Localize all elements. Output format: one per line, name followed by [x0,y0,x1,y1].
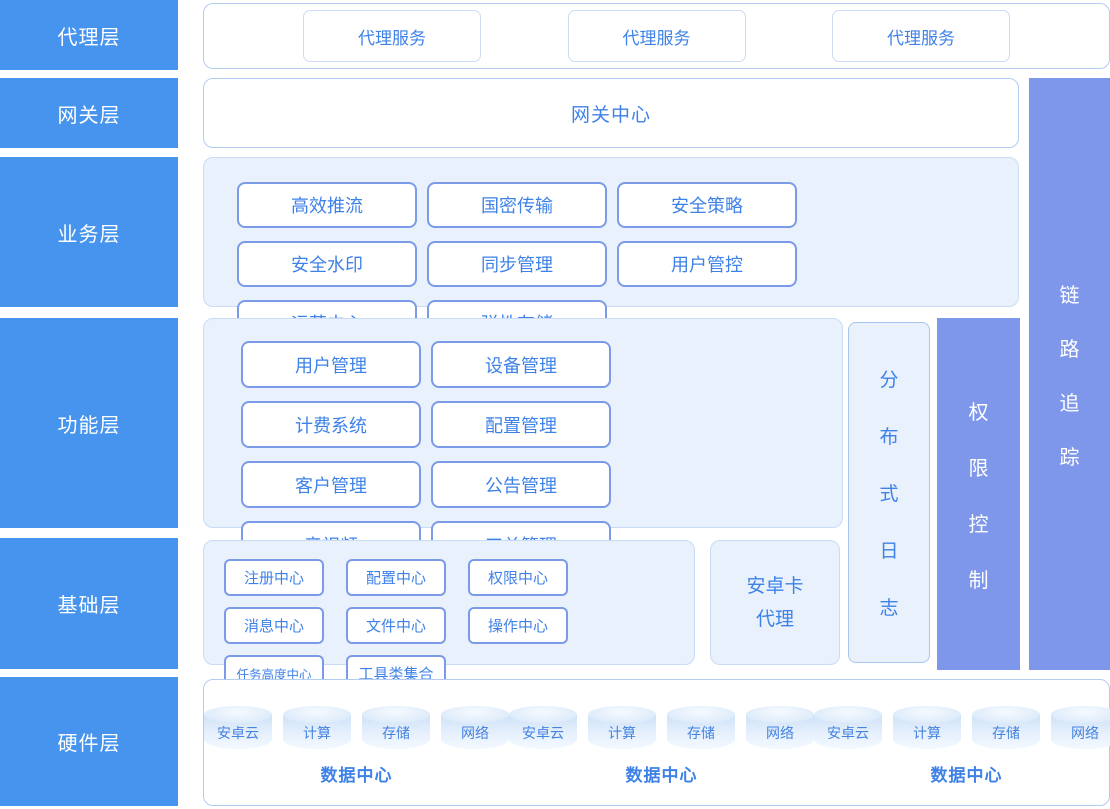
proxy-service-chip: 代理服务 [303,10,481,62]
database-cylinder-icon: 存储 [362,705,430,749]
database-cylinder-icon: 网络 [746,705,814,749]
base-module-chip: 权限中心 [468,559,568,596]
database-cylinder-icon: 安卓云 [509,705,577,749]
vertical-char: 布 [879,427,899,448]
function-module-chip: 配置管理 [431,401,611,448]
layer-label: 硬件层 [0,677,178,806]
gateway-center-label: 网关中心 [570,104,651,126]
layer-label: 代理层 [0,0,178,70]
database-cylinder-icon: 安卓云 [204,705,272,749]
base-module-chip: 文件中心 [346,607,446,644]
cylinder-label: 计算 [303,724,331,741]
vertical-char: 链 [1059,284,1080,307]
database-cylinder-icon: 存储 [972,705,1040,749]
function-module-chip: 用户管理 [241,341,421,388]
cylinder-label: 网络 [461,724,489,741]
vertical-char: 限 [968,457,989,480]
vertical-char: 控 [968,513,989,536]
base-module-chip: 操作中心 [468,607,568,644]
cylinder-label: 网络 [1071,724,1099,741]
database-cylinder-icon: 网络 [1051,705,1110,749]
resource-cylinder-row: 安卓云 计算 存储 网络 [204,705,509,749]
function-module-chip: 客户管理 [241,461,421,508]
vertical-char: 日 [879,541,899,562]
hardware-panel: 安卓云 计算 存储 网络数据中心 安卓云 计算 存储 网络数据中心 安卓云 计算 存储 网络数据中心 [203,679,1110,806]
vertical-char: 式 [879,484,899,505]
vertical-char: 踪 [1059,446,1080,469]
database-cylinder-icon: 网络 [441,705,509,749]
base-layer-panel: 注册中心配置中心权限中心消息中心文件中心操作中心任务高度中心工具类集合 [203,540,695,692]
business-module-chip: 安全水印 [237,241,417,287]
android-card-proxy-label: 安卓卡代理 [746,575,804,630]
vertical-char: 分 [879,370,899,391]
cylinder-label: 存储 [687,724,715,741]
layer-label: 基础层 [0,538,178,669]
link-trace-column: 链路追踪 [1029,78,1110,670]
base-module-chip: 配置中心 [346,559,446,596]
cylinder-label: 网络 [766,724,794,741]
permission-control-column: 权限控制 [937,318,1020,670]
function-module-chip: 公告管理 [431,461,611,508]
database-cylinder-icon: 计算 [588,705,656,749]
cylinder-label: 存储 [382,724,410,741]
function-module-chip: 设备管理 [431,341,611,388]
gateway-center-box: 网关中心 [203,78,1019,148]
business-module-chip: 高效推流 [237,182,417,228]
data-center-label: 数据中心 [930,765,1003,785]
resource-cylinder-row: 安卓云 计算 存储 网络 [814,705,1110,749]
base-module-chip: 注册中心 [224,559,324,596]
cylinder-label: 计算 [913,724,941,741]
cylinder-label: 安卓云 [217,724,259,741]
layer-label: 网关层 [0,78,178,148]
data-center-group: 安卓云 计算 存储 网络数据中心 [814,680,1110,805]
layer-label: 业务层 [0,157,178,307]
database-cylinder-icon: 安卓云 [814,705,882,749]
database-cylinder-icon: 计算 [283,705,351,749]
data-center-group: 安卓云 计算 存储 网络数据中心 [204,680,509,805]
vertical-char: 志 [879,598,899,619]
cylinder-label: 存储 [992,724,1020,741]
layer-sidebar: 代理层网关层业务层功能层基础层硬件层 [0,0,178,809]
base-module-chip: 消息中心 [224,607,324,644]
function-layer-panel: 用户管理设备管理计费系统配置管理客户管理公告管理音视频工单管理角色管理 [203,318,843,628]
business-layer-panel: 高效推流国密传输安全策略安全水印同步管理用户管控运营中心弹性存储 [203,157,1019,346]
distributed-log-column: 分布式日志 [848,322,930,663]
vertical-char: 路 [1059,338,1080,361]
vertical-char: 制 [968,569,989,592]
data-center-group: 安卓云 计算 存储 网络数据中心 [509,680,814,805]
business-module-chip: 安全策略 [617,182,797,228]
database-cylinder-icon: 计算 [893,705,961,749]
proxy-service-chip: 代理服务 [832,10,1010,62]
vertical-char: 追 [1059,392,1080,415]
data-center-label: 数据中心 [625,765,698,785]
data-center-label: 数据中心 [320,765,393,785]
resource-cylinder-row: 安卓云 计算 存储 网络 [509,705,814,749]
proxy-layer-panel: 代理服务 代理服务 代理服务 [203,3,1110,69]
business-module-chip: 同步管理 [427,241,607,287]
business-module-chip: 国密传输 [427,182,607,228]
function-module-chip: 计费系统 [241,401,421,448]
database-cylinder-icon: 存储 [667,705,735,749]
vertical-char: 权 [968,401,989,424]
layer-label: 功能层 [0,318,178,528]
android-card-proxy-box: 安卓卡代理 [710,540,840,665]
cylinder-label: 安卓云 [522,724,564,741]
proxy-service-chip: 代理服务 [567,10,746,62]
cylinder-label: 安卓云 [827,724,869,741]
cylinder-label: 计算 [608,724,636,741]
business-module-chip: 用户管控 [617,241,797,287]
